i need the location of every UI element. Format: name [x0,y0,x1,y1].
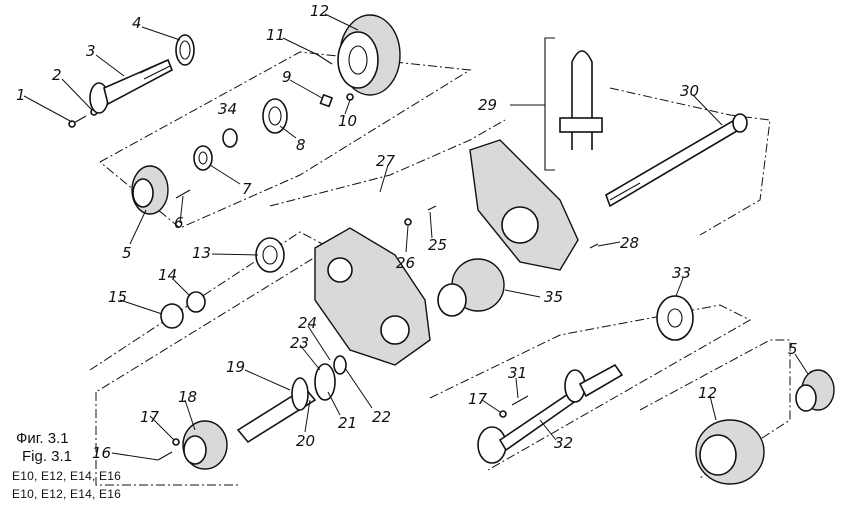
callout-17: 17 [140,408,160,426]
output-shaft-group [236,355,347,444]
callout-11: 11 [266,26,285,44]
leader-lines [23,13,809,461]
flange-part-33 [656,295,694,341]
caption-models-line2: E10, E12, E14, E16 [12,487,122,501]
callout-17-right: 17 [468,390,488,408]
callout-4: 4 [132,14,142,32]
hub-part-5-left [131,165,169,215]
callout-16: 16 [92,444,111,462]
callout-13: 13 [192,244,211,262]
nut-part-17-right [499,410,507,418]
callout-35: 35 [544,288,563,306]
callout-19: 19 [226,358,245,376]
caption-models-line1: E10, E12, E14, E16 [12,469,122,483]
callout-10: 10 [338,112,357,130]
caption-title-en: Fig. 3.1 [22,448,73,465]
washer-part-26 [404,218,412,226]
hub-part-5-right [795,369,835,412]
housing-plate-right [469,139,579,271]
callout-26: 26 [396,254,415,272]
callout-21: 21 [338,414,357,432]
bolt-part-28 [589,243,599,249]
caption-title-ru: Фиг. 3.1 [16,430,69,447]
housing-part-27 [314,227,431,366]
callout-23: 23 [290,334,309,352]
ring-gear-part-12-top [337,14,401,96]
gear-hub-part-35 [437,258,505,317]
bracket-29 [544,37,555,171]
bolt-part-6 [175,189,191,199]
callout-12: 12 [310,2,329,20]
callout-7: 7 [242,180,252,198]
callout-12-bottom: 12 [698,384,717,402]
callout-5-right: 5 [788,340,798,358]
pin-part-11 [317,54,333,65]
callout-33: 33 [672,264,691,282]
callout-6: 6 [174,214,184,232]
callout-9: 9 [282,68,292,86]
snap-ring-part-34 [222,128,238,148]
callout-labels: 1 2 3 4 5 6 7 8 9 10 11 12 13 14 15 16 1… [16,2,798,462]
callout-27: 27 [376,152,396,170]
seal-part-7 [193,145,213,171]
callout-20: 20 [296,432,315,450]
washer-part-10 [346,93,354,101]
callout-8: 8 [296,136,306,154]
callout-1: 1 [16,86,26,104]
ring-part-15 [160,303,184,329]
bolt-part-31 [511,395,529,406]
ring-part-14 [186,291,206,313]
callout-29: 29 [478,96,497,114]
callout-3: 3 [86,42,96,60]
nut-part-17-left [172,438,180,446]
shaft-part-30 [605,113,748,208]
callout-30: 30 [680,82,699,100]
callout-15: 15 [108,288,127,306]
bolt-part-25 [427,205,437,211]
callout-5: 5 [122,244,132,262]
callout-32: 32 [554,434,573,452]
bolt-part-1 [68,115,87,128]
nut-part-9 [319,93,334,108]
callout-28: 28 [620,234,639,252]
shaft-part-3 [89,58,174,114]
callout-14: 14 [158,266,177,284]
ring-gear-part-12-bottom [695,419,765,485]
callout-2: 2 [52,66,62,84]
flange-part-18 [182,420,228,470]
bearing-part-13 [255,237,285,273]
callout-22: 22 [372,408,391,426]
callout-31: 31 [508,364,527,382]
gasket-part-4 [175,34,195,66]
u-bolt-part-29 [559,50,603,150]
bearing-part-8 [262,98,288,134]
callout-34: 34 [218,100,237,118]
bolt-part-16 [157,451,173,461]
callout-24: 24 [298,314,317,332]
callout-18: 18 [178,388,197,406]
callout-25: 25 [428,236,447,254]
